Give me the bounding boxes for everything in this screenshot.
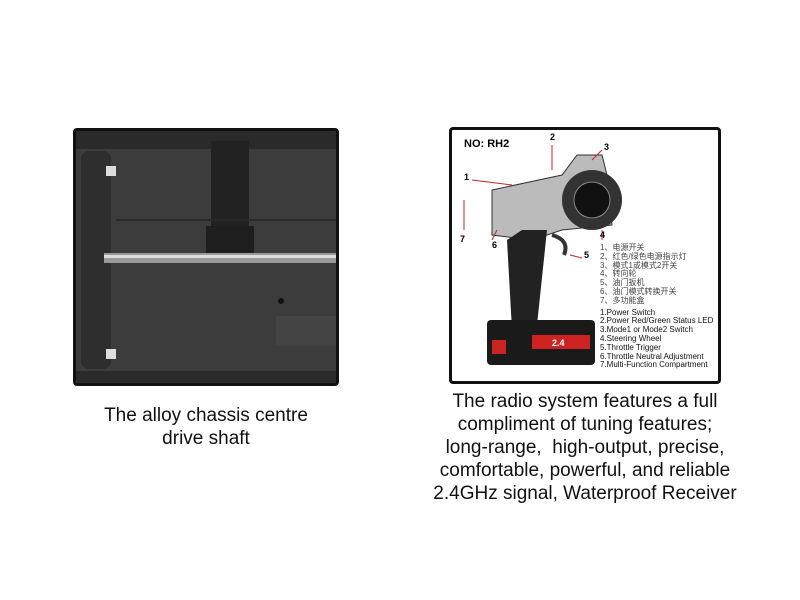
legend-en-item: 1.Power Switch bbox=[600, 307, 656, 317]
legend-zh-item: 7、多功能盒 bbox=[600, 295, 645, 305]
chassis-drive-shaft-image bbox=[76, 131, 336, 383]
callout-7: 7 bbox=[460, 234, 466, 244]
legend-zh-item: 5、油门扳机 bbox=[600, 278, 645, 288]
chassis-caption: The alloy chassis centre drive shaft bbox=[73, 404, 339, 450]
legend-en-item: 7.Multi-Function Compartment bbox=[600, 360, 708, 370]
radio-transmitter-image bbox=[463, 145, 622, 365]
caption-line: The radio system features a full bbox=[452, 391, 718, 412]
legend-en-item: 5.Throttle Trigger bbox=[600, 342, 661, 352]
battery-label: 2.4 bbox=[552, 338, 565, 348]
radio-caption: The radio system features a full complim… bbox=[400, 390, 770, 505]
legend-zh-item: 1、电源开关 bbox=[600, 243, 645, 252]
legend-en-item: 6.Throttle Neutral Adjustment bbox=[600, 351, 704, 361]
legend-zh-item: 6、油门模式转换开关 bbox=[600, 286, 677, 296]
legend-en-item: 3.Mode1 or Mode2 Switch bbox=[600, 325, 693, 335]
callout-2: 2 bbox=[550, 132, 556, 142]
legend-en-item: 4.Steering Wheel bbox=[600, 333, 662, 343]
callout-4: 4 bbox=[600, 230, 606, 240]
legend-zh-item: 3、模式1或模式2开关 bbox=[600, 260, 678, 270]
feature-legend: 1、电源开关 2、红色/绿色电源指示灯 3、模式1或模式2开关 4、转向轮 5、… bbox=[600, 243, 714, 370]
callout-1: 1 bbox=[464, 172, 470, 182]
model-label: NO: RH2 bbox=[464, 138, 510, 150]
legend-en-item: 2.Power Red/Green Status LED bbox=[600, 316, 714, 326]
caption-line: compliment of tuning features; bbox=[457, 414, 713, 435]
caption-line: drive shaft bbox=[162, 428, 250, 449]
callout-6: 6 bbox=[492, 240, 498, 250]
legend-zh-item: 4、转向轮 bbox=[600, 269, 637, 279]
caption-line: long-range, high-output, precise, bbox=[445, 437, 725, 458]
caption-line: comfortable, powerful, and reliable bbox=[439, 460, 731, 481]
caption-line: The alloy chassis centre bbox=[104, 405, 308, 426]
radio-photo: NO: RH2 1 2 3 4 5 6 7 2.4 1、电源开关 2、红色/绿色… bbox=[449, 127, 721, 384]
callout-5: 5 bbox=[584, 250, 590, 260]
legend-zh-item: 2、红色/绿色电源指示灯 bbox=[600, 251, 687, 261]
chassis-photo bbox=[73, 128, 339, 386]
callout-3: 3 bbox=[604, 142, 610, 152]
caption-line: 2.4GHz signal, Waterproof Receiver bbox=[433, 483, 737, 504]
